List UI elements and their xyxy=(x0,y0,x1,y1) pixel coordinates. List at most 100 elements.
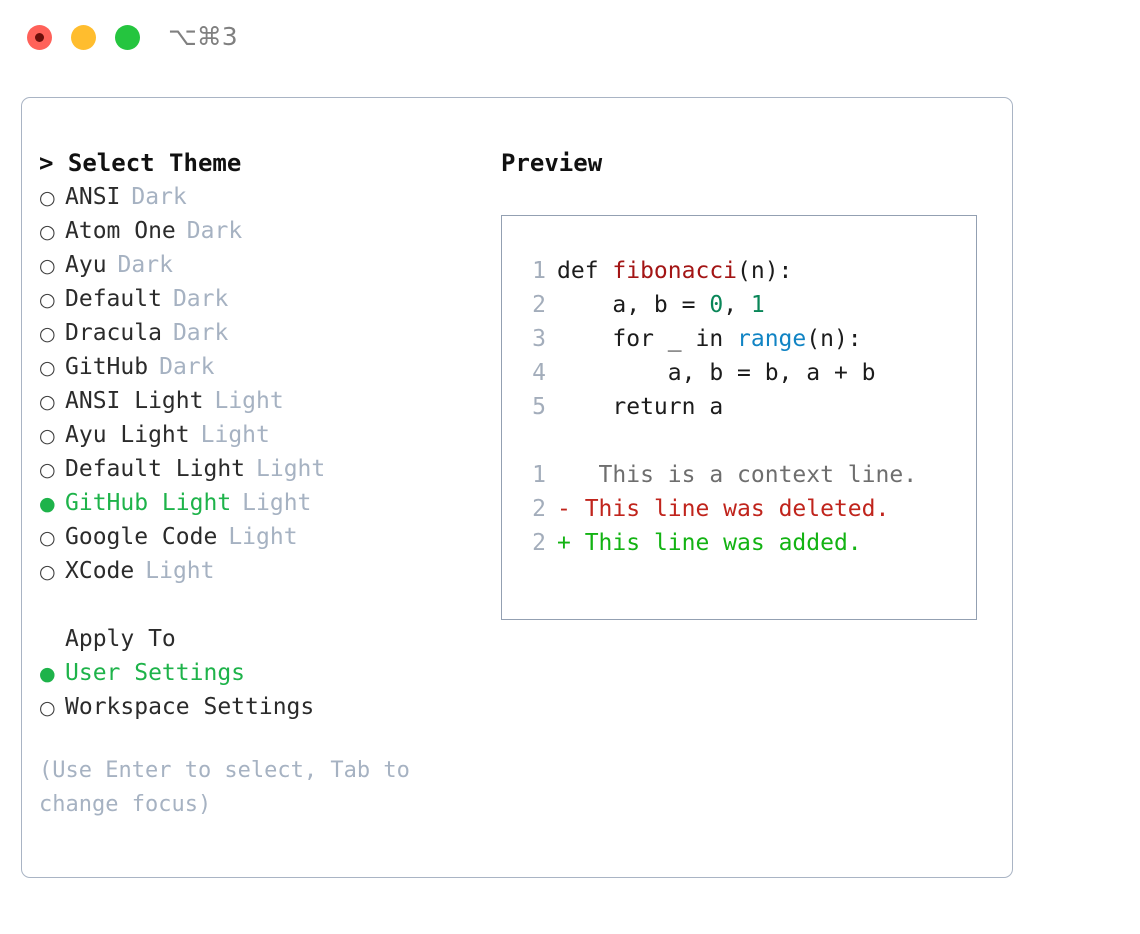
theme-option-name: Ayu Light xyxy=(65,422,190,448)
code-token: range xyxy=(737,326,807,352)
theme-option-github-light[interactable]: ● GitHub Light Light xyxy=(39,486,479,520)
line-number: 2 xyxy=(532,530,546,556)
apply-to-option-workspace-settings[interactable]: ○ Workspace Settings xyxy=(39,690,479,724)
apply-to-option-label: Workspace Settings xyxy=(65,694,315,720)
theme-option-ayu-light[interactable]: ○ Ayu Light Light xyxy=(39,418,479,452)
radio-unselected-icon: ○ xyxy=(39,561,56,583)
code-line: 1 def fibonacci(n): xyxy=(520,254,976,288)
close-button-icon[interactable] xyxy=(27,25,52,50)
theme-option-ansi[interactable]: ○ ANSI Dark xyxy=(39,180,479,214)
theme-option-google-code[interactable]: ○ Google Code Light xyxy=(39,520,479,554)
diff-line-added: 2 + This line was added. xyxy=(520,526,976,560)
code-token: , xyxy=(723,292,751,318)
code-line: 3 for _ in range(n): xyxy=(520,322,976,356)
keyboard-shortcut-label: ⌥⌘3 xyxy=(168,22,238,51)
diff-marker: + xyxy=(557,530,571,556)
theme-option-name: Ayu xyxy=(65,252,107,278)
radio-unselected-icon: ○ xyxy=(39,697,56,719)
code-diff-gap xyxy=(520,424,976,458)
theme-option-variant: Dark xyxy=(186,218,243,244)
apply-to-list[interactable]: ● User Settings ○ Workspace Settings xyxy=(39,656,479,724)
window-controls xyxy=(27,25,140,50)
theme-option-default[interactable]: ○ Default Dark xyxy=(39,282,479,316)
diff-marker xyxy=(557,458,571,492)
apply-to-option-label: User Settings xyxy=(65,660,246,686)
select-theme-heading: > Select Theme xyxy=(39,149,242,177)
diff-text: This is a context line. xyxy=(570,462,918,488)
line-number: 1 xyxy=(532,258,546,284)
code-token: a, b = xyxy=(557,292,710,318)
theme-option-ansi-light[interactable]: ○ ANSI Light Light xyxy=(39,384,479,418)
radio-unselected-icon: ○ xyxy=(39,289,56,311)
line-number: 1 xyxy=(532,462,546,488)
code-line: 5 return a xyxy=(520,390,976,424)
diff-sample: 1 This is a context line.2- This line wa… xyxy=(520,458,976,560)
code-token: return a xyxy=(557,394,724,420)
radio-unselected-icon: ○ xyxy=(39,391,56,413)
diff-marker: - xyxy=(557,496,571,522)
theme-option-name: GitHub xyxy=(65,354,149,380)
radio-unselected-icon: ○ xyxy=(39,323,56,345)
theme-option-atom-one[interactable]: ○ Atom One Dark xyxy=(39,214,479,248)
radio-unselected-icon: ○ xyxy=(39,425,56,447)
preview-column: Preview 1 def fibonacci(n): 2 a, b = 0, 1 3… xyxy=(501,146,991,620)
code-token: fibonacci xyxy=(612,258,738,284)
theme-option-name: Atom One xyxy=(65,218,176,244)
code-token: def xyxy=(557,258,613,284)
radio-selected-icon: ● xyxy=(39,663,56,685)
code-line: 4 a, b = b, a + b xyxy=(520,356,976,390)
theme-option-variant: Dark xyxy=(117,252,173,278)
apply-to-option-user-settings[interactable]: ● User Settings xyxy=(39,656,479,690)
theme-option-variant: Light xyxy=(200,422,270,448)
theme-option-name: ANSI Light xyxy=(65,388,204,414)
theme-option-name: Google Code xyxy=(65,524,218,550)
radio-unselected-icon: ○ xyxy=(39,357,56,379)
theme-option-github[interactable]: ○ GitHub Dark xyxy=(39,350,479,384)
preview-box: 1 def fibonacci(n): 2 a, b = 0, 1 3 for _ i… xyxy=(501,215,977,620)
theme-option-variant: Dark xyxy=(172,320,229,346)
maximize-button-icon[interactable] xyxy=(115,25,140,50)
line-number: 2 xyxy=(532,292,546,318)
code-token: (n): xyxy=(737,258,793,284)
theme-option-variant: Light xyxy=(242,490,312,516)
code-token: 1 xyxy=(750,292,765,318)
section-spacer xyxy=(39,588,479,622)
radio-unselected-icon: ○ xyxy=(39,527,56,549)
theme-option-variant: Dark xyxy=(159,354,215,380)
code-token: a, b = b, a + b xyxy=(557,360,876,386)
diff-line-context: 1 This is a context line. xyxy=(520,458,976,492)
code-sample: 1 def fibonacci(n): 2 a, b = 0, 1 3 for _ i… xyxy=(520,254,976,424)
theme-option-variant: Dark xyxy=(172,286,229,312)
theme-option-name: GitHub Light xyxy=(65,490,232,516)
keyboard-hint-text: (Use Enter to select, Tab to change focu… xyxy=(39,758,410,817)
theme-option-variant: Light xyxy=(214,388,284,414)
diff-text: This line was deleted. xyxy=(570,496,890,522)
theme-option-variant: Light xyxy=(145,558,215,584)
code-token: 0 xyxy=(709,292,724,318)
minimize-button-icon[interactable] xyxy=(71,25,96,50)
line-number: 2 xyxy=(532,496,546,522)
theme-option-default-light[interactable]: ○ Default Light Light xyxy=(39,452,479,486)
radio-unselected-icon: ○ xyxy=(39,459,56,481)
theme-option-name: Default xyxy=(65,286,162,312)
line-number: 5 xyxy=(532,394,546,420)
theme-option-name: ANSI xyxy=(65,184,121,210)
theme-option-variant: Dark xyxy=(131,184,187,210)
radio-unselected-icon: ○ xyxy=(39,221,56,243)
radio-selected-icon: ● xyxy=(39,493,56,515)
preview-heading: Preview xyxy=(501,149,603,177)
theme-option-variant: Light xyxy=(256,456,326,482)
theme-option-variant: Light xyxy=(228,524,298,550)
radio-unselected-icon: ○ xyxy=(39,255,56,277)
theme-option-ayu[interactable]: ○ Ayu Dark xyxy=(39,248,479,282)
theme-option-name: Default Light xyxy=(65,456,246,482)
diff-text: This line was added. xyxy=(570,530,862,556)
radio-unselected-icon: ○ xyxy=(39,187,56,209)
diff-line-deleted: 2- This line was deleted. xyxy=(520,492,976,526)
